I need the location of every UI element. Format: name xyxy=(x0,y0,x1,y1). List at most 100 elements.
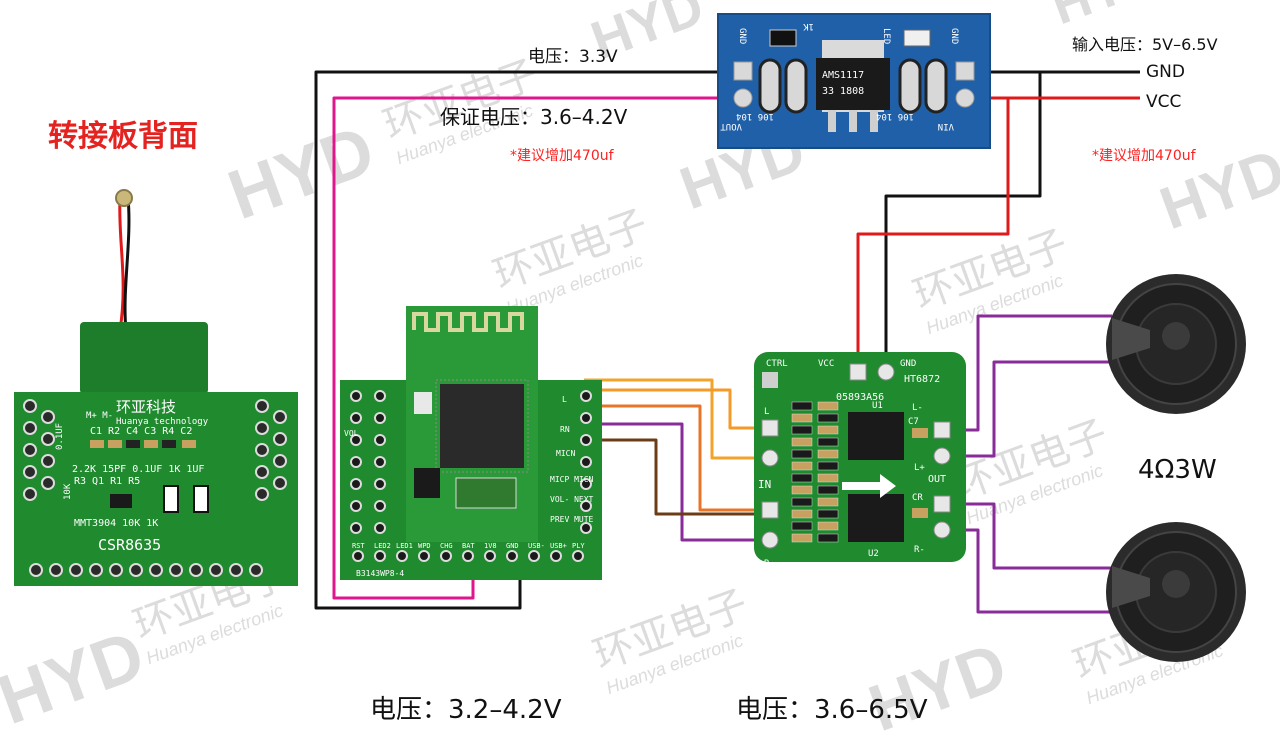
wire-black-gnd-amp xyxy=(884,72,1042,372)
amp-out-l-plus-pad xyxy=(933,421,951,439)
pin-hole xyxy=(374,550,386,562)
pin-hole xyxy=(440,550,452,562)
regulator-left-bottom: VOUT xyxy=(720,121,742,131)
amp-ctrl-pad xyxy=(762,372,778,388)
component-cap xyxy=(90,440,104,448)
amp-in-l2-pad xyxy=(761,449,779,467)
amp-component xyxy=(912,428,928,438)
amp-in-r2-pad xyxy=(761,531,779,549)
pin-hole xyxy=(350,478,362,490)
pin-hole xyxy=(255,421,269,435)
pin-hole xyxy=(209,563,223,577)
pin-hole xyxy=(273,476,287,490)
board-tab xyxy=(80,322,208,394)
bt-pin-label: GND xyxy=(506,542,519,550)
pin-hole xyxy=(374,434,386,446)
antenna-trace xyxy=(412,312,524,332)
amp-components xyxy=(791,401,928,543)
pin-hole xyxy=(350,500,362,512)
regulator-res xyxy=(769,29,797,47)
amp-code-label: 05893A56 xyxy=(836,392,884,403)
component-res xyxy=(126,440,140,448)
pin-hole xyxy=(23,443,37,457)
speaker-bottom xyxy=(1106,522,1246,662)
amp-out-l-minus-label: L- xyxy=(912,403,923,413)
pin-hole xyxy=(273,454,287,468)
wire-purple-spk2a xyxy=(942,502,1112,570)
pin-hole xyxy=(396,550,408,562)
pin-hole xyxy=(149,563,163,577)
pin-hole xyxy=(129,563,143,577)
pin-hole xyxy=(580,500,592,512)
wire-orange-r2 xyxy=(570,404,770,512)
label-vcc: VCC xyxy=(1146,92,1181,112)
wire-black-gnd-bt xyxy=(314,70,742,610)
regulator-right-top: GND xyxy=(949,28,959,44)
pin-hole xyxy=(229,563,243,577)
amp-component xyxy=(817,449,839,459)
pin-hole xyxy=(23,487,37,501)
amp-gnd-pad xyxy=(877,363,895,381)
amp-out-r-minus-pad xyxy=(933,521,951,539)
amp-component xyxy=(791,485,813,495)
label-gnd: GND xyxy=(1146,62,1185,82)
amp-out-r-plus-pad xyxy=(933,495,951,513)
cap-left-2 xyxy=(784,58,808,114)
pin-hole xyxy=(374,390,386,402)
amp-component xyxy=(817,533,839,543)
pin-hole xyxy=(506,550,518,562)
bt-module: VOL L RN MICN MICP MICN VOL- NEXT PREV M… xyxy=(340,306,602,580)
wire-purple-r xyxy=(584,422,770,542)
pin-hole xyxy=(41,410,55,424)
board-chip-label: CSR8635 xyxy=(98,536,161,554)
regulator-cap-right-label: 106 104 xyxy=(876,111,914,121)
amp-component xyxy=(791,425,813,435)
pin-gnd-right xyxy=(955,61,975,81)
amp-in-r-pad xyxy=(761,501,779,519)
wire-purple-spk1b xyxy=(942,360,1112,458)
board-mark-left2: 10K xyxy=(63,483,73,500)
regulator-cap-left-label: 106 104 xyxy=(736,111,774,121)
amp-component xyxy=(817,509,839,519)
amp-out-label: OUT xyxy=(928,474,946,485)
bt-pin-label: LED2 xyxy=(374,542,391,550)
amp-u2-label: U2 xyxy=(868,549,879,559)
pin-hole xyxy=(169,563,183,577)
pin-hole xyxy=(350,434,362,446)
amp-u1-label: U1 xyxy=(872,401,883,411)
amp-component xyxy=(791,401,813,411)
board-mark-left: 0.1UF xyxy=(55,423,65,450)
pin-hole xyxy=(41,432,55,446)
pin-hole xyxy=(23,399,37,413)
label-input-voltage: 输入电压：5V–6.5V xyxy=(1072,35,1218,54)
amp-in-label: IN xyxy=(758,478,771,491)
bt-main-chip xyxy=(440,384,524,468)
bt-pin-label: 1V8 xyxy=(484,542,497,550)
amp-vcc-pad xyxy=(849,363,867,381)
wire-orange-l xyxy=(584,378,770,460)
amp-component xyxy=(817,401,839,411)
amp-c7-label: C7 xyxy=(908,417,919,427)
pin-hole xyxy=(29,563,43,577)
cap-right-2 xyxy=(924,58,948,114)
amp-component xyxy=(791,437,813,447)
label-guarantee: 保证电压：3.6–4.2V xyxy=(440,105,628,129)
bt-pin-label: LED1 xyxy=(396,542,413,550)
pin-hole xyxy=(528,550,540,562)
bt-pin-prev-mute: PREV MUTE xyxy=(550,515,594,524)
amp-ctrl-label: CTRL xyxy=(766,359,788,369)
amp-component xyxy=(791,509,813,519)
regulator-chip-line1: AMS1117 xyxy=(822,70,864,81)
pin-hole xyxy=(580,478,592,490)
pin-vin xyxy=(955,88,975,108)
amp-component xyxy=(817,521,839,531)
board-brand: 环亚科技 xyxy=(116,398,176,416)
pin-hole xyxy=(255,487,269,501)
pin-hole xyxy=(23,465,37,479)
amp-chip-u1 xyxy=(848,412,904,460)
board-mark-row2: 2.2K 15PF 0.1UF 1K 1UF xyxy=(72,464,204,475)
board-pads-label: M+ M- xyxy=(86,411,113,421)
regulator-led-label: LED xyxy=(881,28,891,44)
pin-hole xyxy=(374,478,386,490)
